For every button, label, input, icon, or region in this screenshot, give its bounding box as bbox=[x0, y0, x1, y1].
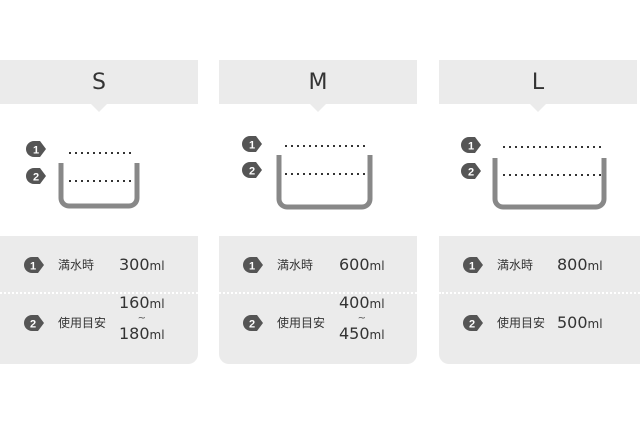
marker-number: 1 bbox=[33, 145, 39, 157]
container-shape bbox=[58, 163, 140, 209]
marker-1-icon: 1 bbox=[24, 257, 44, 273]
dotted-divider bbox=[0, 292, 198, 294]
marker-number: 2 bbox=[33, 172, 39, 184]
dotted-divider bbox=[439, 292, 640, 294]
svg-text:1: 1 bbox=[30, 261, 36, 273]
full-capacity-label: 満水時 bbox=[497, 258, 534, 272]
volume-info-panel: 1 満水時 300ml 2 使用目安 160ml ~ 180ml bbox=[0, 236, 198, 364]
svg-text:1: 1 bbox=[469, 261, 475, 273]
container-diagram: 1 2 bbox=[219, 104, 417, 234]
marker-number: 2 bbox=[249, 166, 255, 178]
container-diagram: 1 2 bbox=[439, 104, 637, 234]
level-1-marker: 1 bbox=[26, 141, 46, 157]
usage-guide-min: 400ml bbox=[339, 293, 385, 312]
usage-guide-row: 2 使用目安 160ml ~ 180ml bbox=[0, 293, 198, 352]
full-capacity-value: 800ml bbox=[557, 255, 603, 274]
size-label: S bbox=[0, 60, 198, 112]
full-capacity-label: 満水時 bbox=[58, 258, 95, 272]
full-capacity-value: 300ml bbox=[119, 255, 165, 274]
usage-guide-row: 2 使用目安 400ml ~ 450ml bbox=[219, 293, 417, 352]
full-capacity-row: 1 満水時 600ml bbox=[219, 254, 417, 276]
full-capacity-row: 1 満水時 300ml bbox=[0, 254, 198, 276]
svg-text:2: 2 bbox=[30, 319, 36, 331]
marker-number: 2 bbox=[468, 167, 474, 179]
svg-text:2: 2 bbox=[469, 319, 475, 331]
volume-info-panel: 1 満水時 600ml 2 使用目安 400ml ~ 450ml bbox=[219, 236, 417, 364]
usage-guide-value: 500ml bbox=[557, 313, 603, 332]
full-capacity-value: 600ml bbox=[339, 255, 385, 274]
full-capacity-label: 満水時 bbox=[277, 258, 314, 272]
marker-1-icon: 1 bbox=[243, 257, 263, 273]
marker-1-icon: 1 bbox=[463, 257, 483, 273]
usage-guide-max: 180ml bbox=[119, 324, 165, 343]
level-2-marker: 2 bbox=[461, 163, 481, 179]
marker-2-icon: 2 bbox=[243, 315, 263, 331]
usage-guide-label: 使用目安 bbox=[497, 316, 546, 330]
level-1-marker: 1 bbox=[461, 137, 481, 153]
level-1-marker: 1 bbox=[242, 136, 262, 152]
size-label: M bbox=[219, 60, 417, 112]
svg-text:1: 1 bbox=[249, 261, 255, 273]
usage-guide-min: 160ml bbox=[119, 293, 165, 312]
usage-guide-max: 450ml bbox=[339, 324, 385, 343]
dotted-divider bbox=[219, 292, 417, 294]
usage-guide-label: 使用目安 bbox=[58, 316, 107, 330]
level-2-marker: 2 bbox=[242, 162, 262, 178]
container-shape bbox=[276, 155, 373, 210]
marker-2-icon: 2 bbox=[463, 315, 483, 331]
size-label: L bbox=[439, 60, 637, 112]
level-2-marker: 2 bbox=[26, 168, 46, 184]
volume-info-panel: 1 満水時 800ml 2 使用目安 500ml bbox=[439, 236, 640, 364]
usage-guide-range: 400ml ~ 450ml bbox=[339, 293, 385, 345]
marker-number: 1 bbox=[468, 141, 474, 153]
usage-guide-row: 2 使用目安 500ml bbox=[439, 294, 637, 352]
full-capacity-row: 1 満水時 800ml bbox=[439, 254, 637, 276]
marker-2-icon: 2 bbox=[24, 315, 44, 331]
range-tilde: ~ bbox=[137, 313, 146, 324]
marker-number: 1 bbox=[249, 140, 255, 152]
svg-text:2: 2 bbox=[249, 319, 255, 331]
container-diagram: 1 2 bbox=[0, 104, 198, 234]
usage-guide-range: 160ml ~ 180ml bbox=[119, 293, 165, 345]
container-shape bbox=[492, 158, 607, 210]
usage-guide-label: 使用目安 bbox=[277, 316, 326, 330]
range-tilde: ~ bbox=[357, 313, 366, 324]
